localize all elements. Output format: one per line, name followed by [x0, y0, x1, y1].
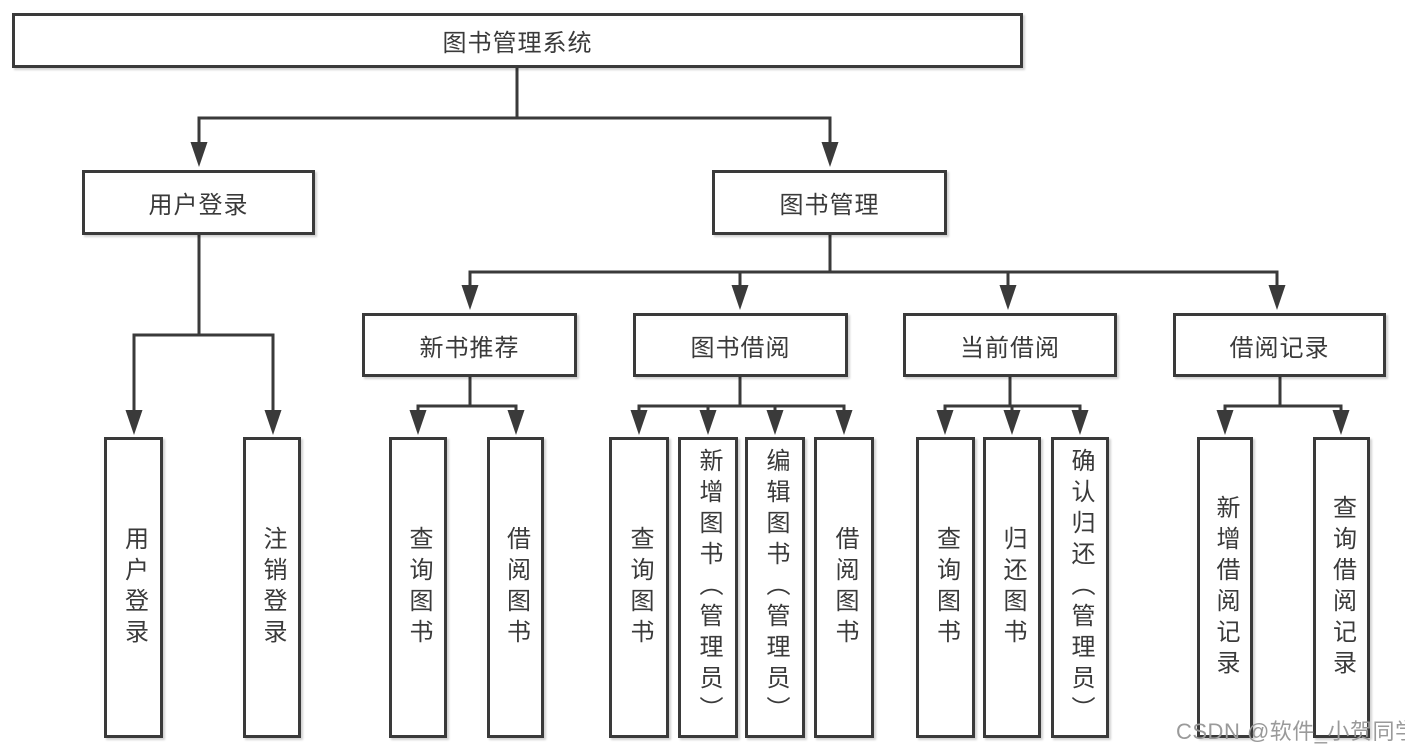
node-root-system: 图书管理系统	[12, 13, 1023, 68]
leaf-borrow-books-recommend: 借阅图书	[487, 437, 544, 738]
node-user-login: 用户登录	[82, 170, 315, 235]
leaf-query-books-recommend: 查询图书	[389, 437, 447, 738]
leaf-user-login: 用户登录	[104, 437, 163, 738]
leaf-add-books-admin: 新增图书（管理员）	[678, 437, 738, 738]
leaf-query-books-borrowing: 查询图书	[609, 437, 669, 738]
leaf-query-books-current: 查询图书	[916, 437, 975, 738]
leaf-return-books: 归还图书	[983, 437, 1041, 738]
node-borrowing-records: 借阅记录	[1173, 313, 1386, 377]
node-current-borrowing: 当前借阅	[903, 313, 1117, 377]
node-new-book-recommend: 新书推荐	[362, 313, 577, 377]
leaf-query-borrow-record: 查询借阅记录	[1313, 437, 1370, 738]
leaf-borrow-books-borrowing: 借阅图书	[814, 437, 874, 738]
csdn-watermark: CSDN @软件_小贺同学	[1176, 719, 1405, 744]
node-book-borrowing: 图书借阅	[633, 313, 848, 377]
leaf-logout: 注销登录	[243, 437, 301, 738]
node-book-management: 图书管理	[712, 170, 947, 235]
leaf-edit-books-admin: 编辑图书（管理员）	[745, 437, 805, 738]
leaf-confirm-return-admin: 确认归还（管理员）	[1051, 437, 1109, 738]
leaf-add-borrow-record: 新增借阅记录	[1197, 437, 1253, 738]
